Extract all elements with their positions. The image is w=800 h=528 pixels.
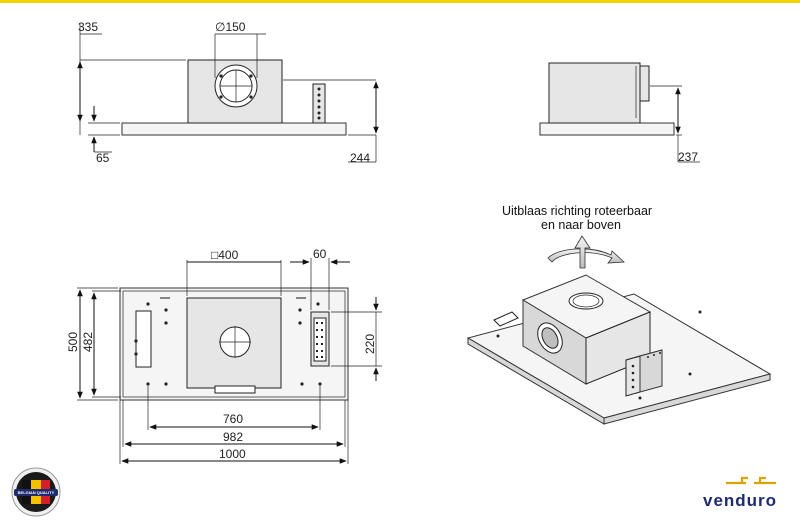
dim-top-depth-outer: 500 [66, 287, 118, 401]
dim-label-500: 500 [66, 332, 80, 352]
dim-label-1000: 1000 [219, 447, 246, 461]
dim-label-482: 482 [81, 332, 95, 352]
top-left-slot [135, 310, 152, 368]
dim-front-bottom-offset: 65 [88, 106, 120, 165]
dim-label-400: □400 [211, 248, 239, 262]
top-rule [0, 0, 800, 3]
venduro-logo-mark [726, 476, 776, 485]
quality-seal-text: BELGIAN QUALITY [18, 490, 55, 495]
dim-label-760: 760 [223, 412, 243, 426]
dim-label-65: 65 [96, 151, 110, 165]
iso-top-outlet [568, 292, 604, 310]
iso-side-outlet [537, 322, 563, 354]
dim-top-hole-spacing: 760 [147, 386, 321, 430]
rotation-arrow-icon [547, 235, 625, 269]
dim-front-width-left: 335 [77, 20, 186, 135]
side-view: 237 [539, 62, 700, 164]
dim-front-height: 244 [283, 79, 379, 165]
top-control-panel [310, 311, 330, 367]
front-control-panel [312, 83, 326, 124]
dim-top-depth-inner: 482 [81, 290, 121, 398]
dim-top-motor-size: □400 [186, 248, 282, 296]
isometric-view: Uitblaas richting roteerbaar en naar bov… [466, 204, 772, 425]
top-duct-flange [214, 385, 256, 394]
top-base-plate-inner [122, 290, 346, 398]
front-duct-outlet [214, 64, 258, 108]
dim-top-inner-width: 982 [122, 400, 346, 447]
dim-label-335: 335 [78, 20, 98, 34]
dim-front-duct-diameter: ∅150 [214, 20, 266, 78]
dim-side-height: 237 [650, 85, 700, 164]
dim-top-panel-height: 220 [331, 297, 382, 381]
dim-top-outer-width: 1000 [119, 400, 349, 464]
dim-top-panel-width: 60 [290, 247, 350, 310]
top-duct-outlet [219, 326, 251, 358]
annotation-line-2: en naar boven [541, 218, 621, 232]
belgian-quality-seal: BELGIAN QUALITY [11, 467, 61, 517]
dim-label-982: 982 [223, 430, 243, 444]
side-motor-box [548, 62, 641, 124]
dim-label-60: 60 [313, 247, 327, 261]
top-mounting-holes [134, 297, 322, 386]
annotation-line-1: Uitblaas richting roteerbaar [502, 204, 652, 218]
venduro-logo: venduro [703, 476, 777, 510]
side-base-plate [539, 122, 675, 136]
brand-name: venduro [703, 491, 777, 510]
top-view: □400 60 500 482 [66, 247, 382, 464]
front-view: 335 ∅150 65 244 [77, 20, 379, 165]
dim-label-150: ∅150 [215, 20, 246, 34]
dim-label-220: 220 [363, 334, 377, 354]
dim-label-244: 244 [350, 151, 370, 165]
side-duct-outlet [639, 65, 650, 102]
iso-control-panel [625, 349, 663, 397]
dim-label-237: 237 [678, 150, 698, 164]
iso-base-plate-side [603, 373, 771, 425]
iso-plate-slot [493, 311, 519, 327]
front-base-plate [121, 122, 347, 136]
